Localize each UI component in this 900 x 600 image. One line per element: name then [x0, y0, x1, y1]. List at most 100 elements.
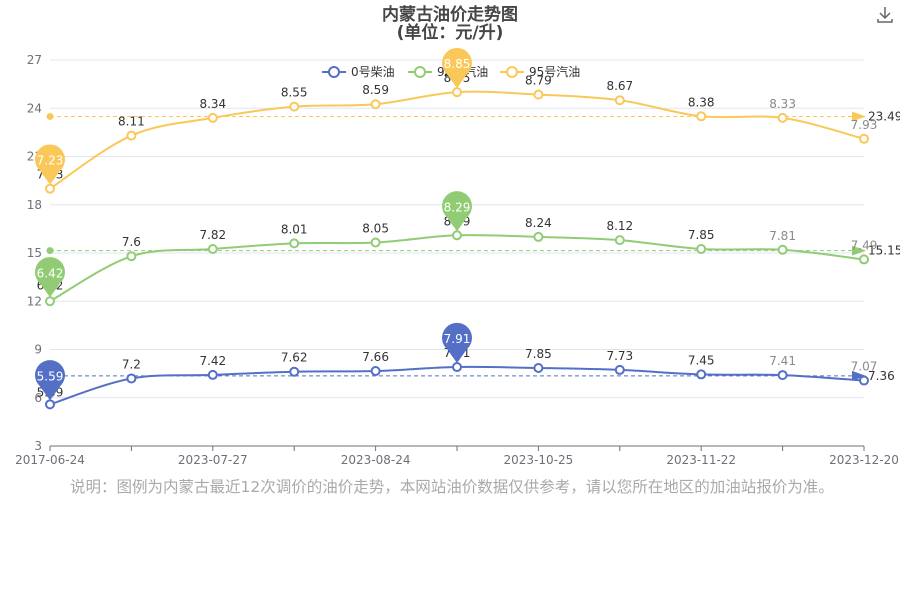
- legend-label: 95号汽油: [529, 64, 580, 79]
- series-line: [49, 90, 865, 190]
- data-point: [614, 235, 625, 246]
- data-point: [452, 87, 462, 98]
- y-tick-label: 18: [27, 198, 42, 212]
- data-label: 8.34: [199, 97, 226, 111]
- y-tick-label: 24: [27, 101, 42, 115]
- legend-swatch-marker: [506, 66, 518, 78]
- data-point: [289, 366, 300, 377]
- data-point: [696, 369, 707, 380]
- x-tick-label: 2023-07-27: [178, 453, 248, 467]
- data-point: [289, 101, 300, 112]
- data-point: [859, 375, 869, 386]
- max-marker-pin: [442, 322, 472, 364]
- data-label: 8.33: [769, 97, 796, 111]
- x-tick-label: 2023-11-22: [666, 453, 736, 467]
- min-marker-label: 5.59: [37, 369, 64, 383]
- legend-label: 0号柴油: [351, 65, 395, 79]
- data-point: [777, 244, 788, 255]
- data-label: 8.24: [525, 216, 552, 230]
- data-label: 7.6: [122, 235, 141, 249]
- data-label: 7.41: [769, 354, 796, 368]
- data-label: 7.85: [688, 228, 715, 242]
- data-label: 7.42: [199, 354, 226, 368]
- min-marker-pin: [35, 360, 65, 401]
- y-tick-label: 3: [34, 439, 42, 453]
- max-marker-label: 8.85: [444, 57, 471, 71]
- max-marker-label: 7.91: [444, 332, 471, 346]
- data-point: [533, 362, 544, 373]
- data-point: [126, 130, 137, 141]
- data-label: 8.67: [606, 79, 633, 93]
- y-tick-label: 9: [34, 343, 42, 357]
- legend-swatch-marker: [328, 66, 340, 78]
- chart-note: 说明：图例为内蒙古最近12次调价的油价走势，本网站油价数据仅供参考，请以您所在地…: [70, 478, 834, 496]
- data-point: [207, 112, 218, 123]
- data-point: [533, 89, 544, 100]
- average-line-start: [46, 112, 54, 120]
- y-tick-label: 12: [27, 294, 42, 308]
- average-line-arrow: [852, 245, 866, 256]
- series-line: [49, 365, 865, 406]
- data-label: 8.11: [118, 115, 145, 129]
- download-icon[interactable]: [874, 4, 896, 26]
- max-min-markers: 7.91 5.59 8.29 6.42 8.85 7.23: [35, 47, 472, 401]
- data-point: [207, 369, 218, 380]
- max-marker-pin: [442, 191, 472, 232]
- y-tick-label: 15: [27, 246, 42, 260]
- data-point: [859, 254, 869, 265]
- data-label: 7.93: [851, 118, 878, 132]
- average-line-arrow: [852, 370, 866, 381]
- data-point: [696, 111, 707, 122]
- x-tick-label: 2017-06-24: [15, 453, 85, 467]
- data-point: [126, 373, 137, 384]
- average-lines: 7.36 15.15 23.49: [46, 109, 900, 383]
- x-tick-label: 2023-12-20: [829, 453, 899, 467]
- x-tick-label: 2023-08-24: [341, 453, 411, 467]
- average-line-arrow: [852, 111, 866, 122]
- data-point: [614, 95, 625, 106]
- data-label: 7.82: [199, 228, 226, 242]
- data-label: 7.49: [851, 238, 878, 252]
- data-label: 8.12: [606, 219, 633, 233]
- average-line-start: [46, 247, 54, 255]
- min-marker-label: 6.42: [37, 266, 64, 280]
- data-label: 8.05: [362, 222, 389, 236]
- data-point: [777, 370, 788, 381]
- data-label: 8.79: [525, 74, 552, 88]
- y-tick-label: 6: [34, 391, 42, 405]
- min-marker-label: 7.23: [37, 154, 64, 168]
- data-label: 7.66: [362, 350, 389, 364]
- x-tick-label: 2023-10-25: [504, 453, 574, 467]
- data-point: [45, 296, 55, 307]
- series-points: [45, 87, 869, 410]
- data-label: 8.38: [688, 95, 715, 109]
- data-label: 8.59: [362, 83, 389, 97]
- data-point: [614, 364, 625, 375]
- legend-swatch-marker: [414, 66, 426, 78]
- chart-subtitle: (单位：元/升): [397, 22, 504, 43]
- data-point: [45, 399, 55, 410]
- data-label: 8.55: [281, 86, 308, 100]
- data-label: 7.62: [281, 351, 308, 365]
- data-label: 7.81: [769, 229, 796, 243]
- data-label: 7.73: [606, 349, 633, 363]
- chart-title: 内蒙古油价走势图: [382, 4, 518, 25]
- data-point: [533, 231, 544, 242]
- average-value-label: 23.49: [868, 109, 900, 123]
- average-value-label: 15.15: [868, 244, 900, 258]
- data-point: [45, 183, 55, 194]
- average-value-label: 7.36: [868, 369, 895, 383]
- data-point: [370, 366, 381, 377]
- data-point: [126, 251, 137, 262]
- data-point: [370, 99, 381, 110]
- series-line: [49, 234, 865, 303]
- data-point: [452, 230, 462, 241]
- data-label: 7.45: [688, 353, 715, 367]
- y-tick-label: 27: [27, 53, 42, 67]
- max-marker-label: 8.29: [444, 200, 471, 214]
- min-marker-pin: [35, 144, 65, 185]
- data-point: [207, 243, 218, 254]
- data-label: 7.07: [851, 360, 878, 374]
